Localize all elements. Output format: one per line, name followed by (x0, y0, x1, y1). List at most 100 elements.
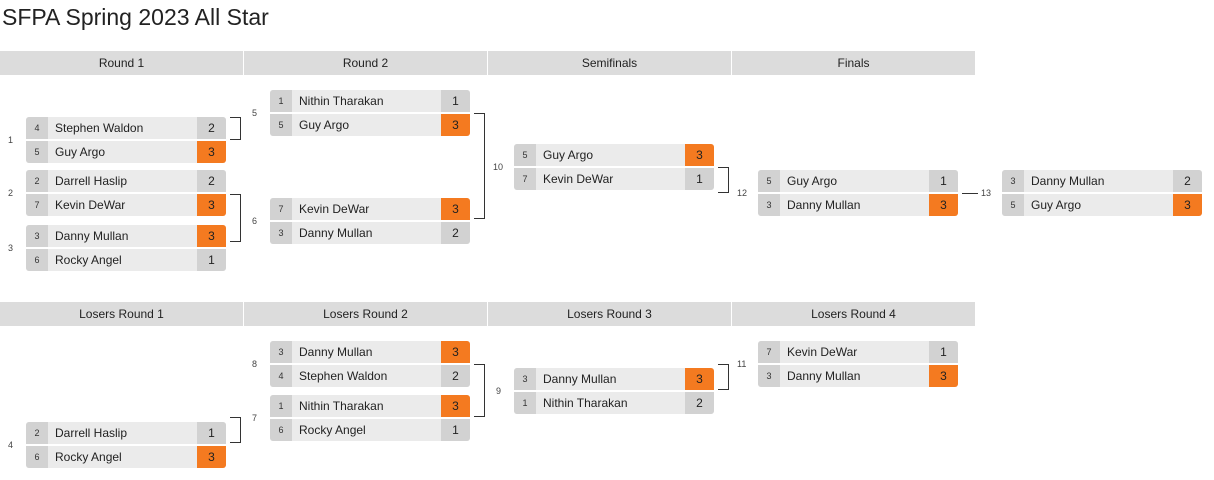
player-seed: 5 (514, 144, 536, 166)
player-score: 1 (197, 422, 226, 444)
player-name: Kevin DeWar (299, 202, 370, 216)
player-name: Rocky Angel (55, 450, 122, 464)
winning-score: 3 (929, 194, 958, 216)
player-seed: 5 (26, 141, 48, 163)
player-score: 1 (685, 168, 714, 190)
winning-score: 3 (197, 225, 226, 247)
winning-score: 3 (441, 114, 470, 136)
player-name: Stephen Waldon (55, 121, 144, 135)
match-number: 4 (8, 440, 14, 450)
player-name: Guy Argo (55, 145, 106, 159)
player-row[interactable]: 7 Kevin DeWar 3 (26, 194, 226, 216)
player-name: Danny Mullan (55, 229, 129, 243)
player-name: Guy Argo (299, 118, 350, 132)
match-number: 6 (252, 216, 258, 226)
player-score: 1 (441, 419, 470, 441)
player-name: Nithin Tharakan (299, 94, 384, 108)
player-name: Danny Mullan (787, 369, 861, 383)
player-seed: 3 (270, 341, 292, 363)
player-seed: 7 (758, 341, 780, 363)
match-number: 9 (496, 386, 502, 396)
player-seed: 5 (1002, 194, 1024, 216)
player-name: Kevin DeWar (787, 345, 858, 359)
player-name: Darrell Haslip (55, 426, 128, 440)
winning-score: 3 (197, 446, 226, 468)
player-score: 2 (197, 117, 226, 139)
winning-score: 3 (929, 365, 958, 387)
match-number: 1 (8, 135, 14, 145)
player-seed: 3 (758, 194, 780, 216)
player-name: Darrell Haslip (55, 174, 128, 188)
player-name: Nithin Tharakan (299, 399, 384, 413)
player-row[interactable]: 5 Guy Argo 3 (514, 144, 714, 166)
losers-round-header-2: Losers Round 2 (244, 302, 487, 326)
player-score: 2 (441, 365, 470, 387)
player-name: Guy Argo (787, 174, 838, 188)
match-number: 10 (493, 162, 504, 172)
player-name: Danny Mullan (299, 345, 373, 359)
player-name: Guy Argo (543, 148, 594, 162)
round-header-semifinals: Semifinals (488, 51, 731, 75)
player-row[interactable]: 5 Guy Argo 3 (270, 114, 470, 136)
player-seed: 1 (270, 90, 292, 112)
player-score: 2 (1173, 170, 1202, 192)
player-name: Stephen Waldon (299, 369, 388, 383)
player-row[interactable]: 3 Danny Mullan 3 (26, 225, 226, 247)
bracket-connector (230, 194, 241, 242)
winning-score: 3 (1173, 194, 1202, 216)
player-name: Kevin DeWar (55, 198, 126, 212)
bracket-connector (718, 364, 729, 390)
player-seed: 5 (758, 170, 780, 192)
player-score: 2 (197, 170, 226, 192)
match-number: 8 (252, 359, 258, 369)
player-name: Nithin Tharakan (543, 396, 628, 410)
player-seed: 5 (270, 114, 292, 136)
player-seed: 3 (26, 225, 48, 247)
bracket-connector (718, 167, 729, 193)
match-number: 5 (252, 108, 258, 118)
player-seed: 7 (26, 194, 48, 216)
player-score: 2 (441, 222, 470, 244)
winning-score: 3 (685, 144, 714, 166)
player-name: Rocky Angel (55, 253, 122, 267)
winning-score: 3 (197, 194, 226, 216)
player-seed: 7 (514, 168, 536, 190)
player-seed: 1 (270, 395, 292, 417)
player-seed: 3 (270, 222, 292, 244)
